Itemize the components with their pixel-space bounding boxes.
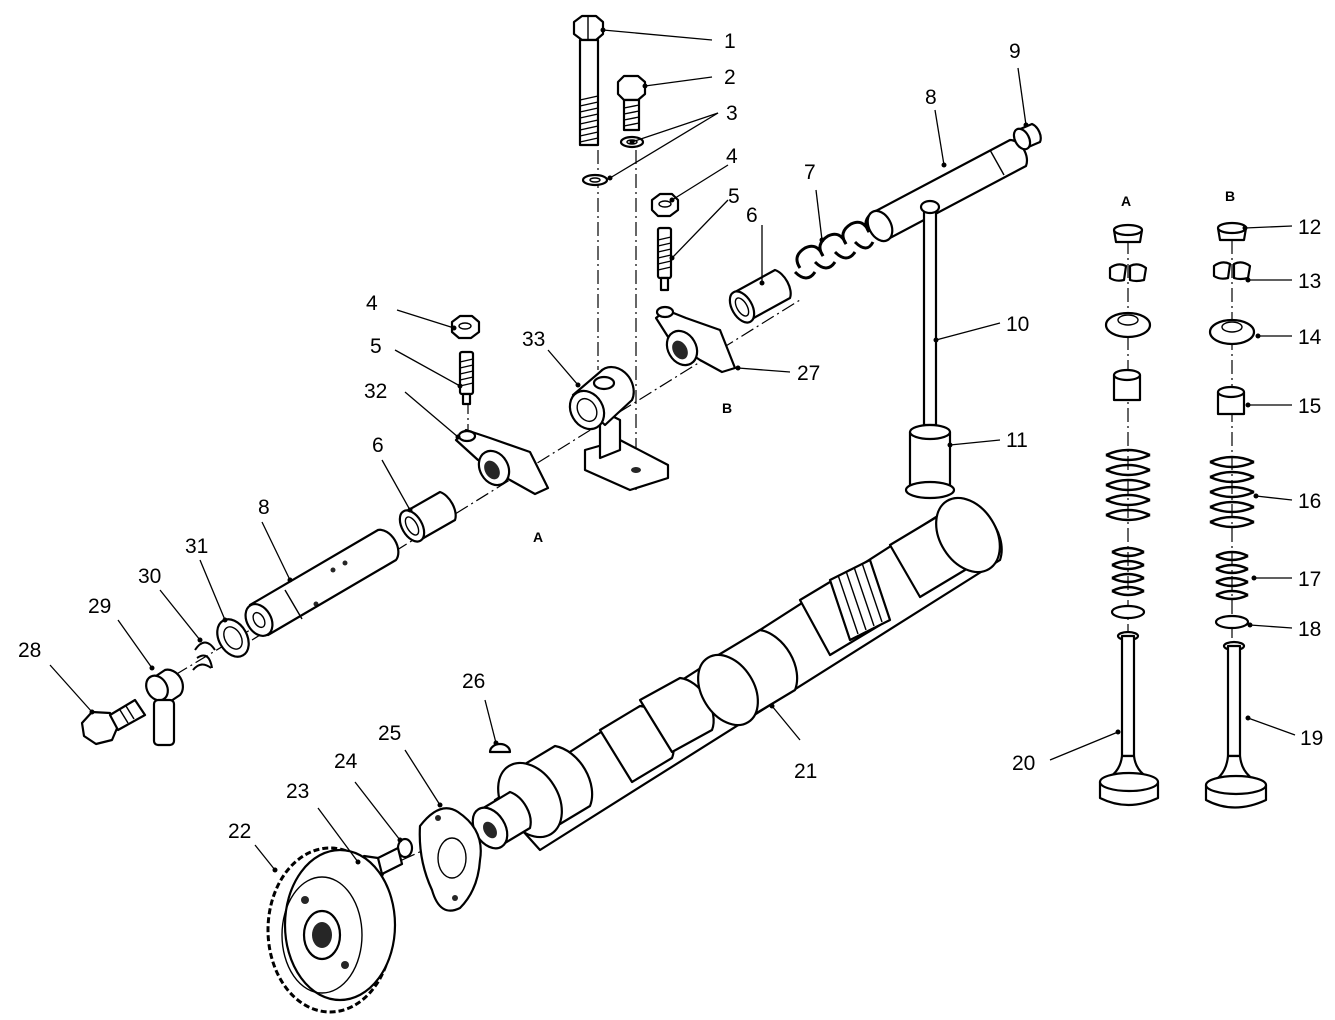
- rocker-support: [568, 365, 670, 492]
- callout-6-lower: 6: [372, 434, 384, 457]
- callout-7: 7: [804, 161, 816, 184]
- callout-27: 27: [797, 362, 820, 385]
- woodruff-key: [488, 742, 512, 754]
- adjuster-screw-upper: [656, 226, 673, 292]
- bushing-lower: [398, 490, 457, 543]
- rocker-arm-a: [454, 428, 550, 496]
- callout-18: 18: [1298, 618, 1321, 641]
- callout-29: 29: [88, 595, 111, 618]
- rocker-shaft-lower: [244, 528, 400, 637]
- callout-16: 16: [1298, 490, 1321, 513]
- ref-a-valve: A: [1121, 193, 1131, 209]
- pushrod: [919, 199, 941, 427]
- banjo-fitting-29: [145, 668, 184, 747]
- rocker-shaft-upper: [866, 138, 1029, 243]
- callout-14: 14: [1298, 326, 1322, 349]
- callout-3: 3: [726, 102, 738, 125]
- reference-letters: A B A B: [533, 188, 1235, 545]
- leader-lines: [49, 29, 1296, 871]
- camshaft: [471, 496, 1003, 852]
- ref-b-rocker: B: [722, 400, 732, 416]
- nut-upper: [650, 192, 680, 218]
- callout-8: 8: [925, 86, 937, 109]
- bolt-long: [572, 14, 605, 147]
- callout-10: 10: [1006, 313, 1029, 336]
- callout-19: 19: [1300, 727, 1323, 750]
- callout-20: 20: [1012, 752, 1035, 775]
- leader-dots: [89, 27, 1261, 873]
- callout-1: 1: [724, 30, 736, 53]
- plug: [1012, 122, 1042, 151]
- valve-assembly-b: [1204, 221, 1268, 809]
- callout-2: 2: [724, 66, 736, 89]
- callout-15: 15: [1298, 395, 1321, 418]
- callout-24: 24: [334, 750, 358, 773]
- callout-26: 26: [462, 670, 485, 693]
- ref-a-rocker: A: [533, 529, 543, 545]
- callout-23: 23: [286, 780, 309, 803]
- rocker-arm-b: [654, 305, 737, 374]
- thrust-plate: [418, 807, 482, 912]
- callout-9: 9: [1009, 40, 1021, 63]
- callout-32: 32: [364, 380, 387, 403]
- tappet: [904, 423, 956, 500]
- callout-11: 11: [1006, 429, 1028, 452]
- callout-33: 33: [522, 328, 545, 351]
- callout-4-lower: 4: [366, 292, 378, 315]
- ref-b-valve: B: [1225, 188, 1235, 204]
- callout-31: 31: [185, 535, 208, 558]
- callout-8-lower: 8: [258, 496, 270, 519]
- callout-25: 25: [378, 722, 401, 745]
- valve-assembly-a: [1098, 223, 1160, 807]
- adjuster-screw-lower: [458, 350, 475, 406]
- callout-labels: 1 2 3 4 5 6 7 8 9 10 11 12 13 14 15 16 1…: [18, 30, 1323, 843]
- callout-28: 28: [18, 639, 41, 662]
- cam-gear: [266, 846, 397, 1014]
- spring-clip-30: [192, 641, 216, 671]
- callout-21: 21: [794, 760, 817, 783]
- banjo-bolt-28: [80, 698, 147, 746]
- bushing-upper: [728, 268, 792, 324]
- callout-6: 6: [746, 204, 758, 227]
- nut-lower: [450, 314, 481, 340]
- callout-17: 17: [1298, 568, 1321, 591]
- callout-13: 13: [1298, 270, 1321, 293]
- callout-12: 12: [1298, 216, 1321, 239]
- callout-5-lower: 5: [370, 335, 382, 358]
- bolt-short: [616, 74, 647, 132]
- callout-22: 22: [228, 820, 251, 843]
- callout-30: 30: [138, 565, 161, 588]
- callout-4: 4: [726, 145, 738, 168]
- callout-5: 5: [728, 185, 740, 208]
